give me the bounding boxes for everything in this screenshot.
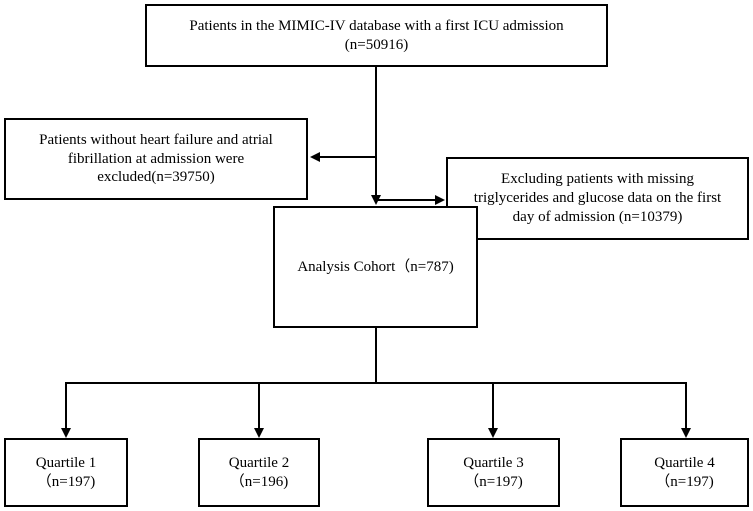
trunk-line-lower <box>375 171 377 196</box>
quartile2-count: （n=196) <box>229 473 289 490</box>
cohort-label: Analysis Cohort（n=787) <box>297 258 454 275</box>
quartile-box-1: Quartile 1 （n=197) <box>4 438 128 507</box>
arrow-to-right-exclusion <box>435 195 445 205</box>
quartile-horizontal-line <box>65 382 687 384</box>
quartile3-label: Quartile 3 <box>463 454 524 471</box>
cohort-down-line <box>375 328 377 383</box>
exclusion-left-line3: excluded(n=39750) <box>97 169 215 186</box>
right-branch-line <box>376 199 435 201</box>
arrow-to-quartile2 <box>254 428 264 438</box>
quartile2-drop <box>258 383 260 429</box>
exclusion-box-right: Excluding patients with missing triglyce… <box>446 157 749 240</box>
exclusion-box-left: Patients without heart failure and atria… <box>4 118 308 200</box>
quartile-box-4: Quartile 4 （n=197) <box>620 438 749 507</box>
quartile3-drop <box>492 383 494 429</box>
quartile4-label: Quartile 4 <box>654 454 715 471</box>
cohort-box: Analysis Cohort（n=787) <box>273 206 478 328</box>
quartile1-count: （n=197) <box>36 473 96 490</box>
top-box-line2: (n=50916) <box>344 36 409 53</box>
quartile3-count: （n=197) <box>464 473 523 490</box>
arrow-to-left-exclusion <box>310 152 320 162</box>
quartile1-drop <box>65 383 67 429</box>
top-box: Patients in the MIMIC-IV database with a… <box>145 4 608 67</box>
exclusion-right-line2: triglycerides and glucose data on the fi… <box>473 190 722 207</box>
left-branch-line <box>319 156 376 158</box>
exclusion-right-line3: day of admission (n=10379) <box>512 208 683 225</box>
quartile-box-2: Quartile 2 （n=196) <box>198 438 320 507</box>
exclusion-left-line2: fibrillation at admission were <box>67 150 245 167</box>
arrow-to-quartile3 <box>488 428 498 438</box>
exclusion-right-line1: Excluding patients with missing <box>501 171 694 188</box>
quartile2-label: Quartile 2 <box>228 454 290 471</box>
trunk-line <box>375 67 377 171</box>
quartile-box-3: Quartile 3 （n=197) <box>427 438 560 507</box>
top-box-line1: Patients in the MIMIC-IV database with a… <box>189 17 564 34</box>
quartile4-count: （n=197) <box>655 473 714 490</box>
arrow-to-quartile4 <box>681 428 691 438</box>
quartile4-drop <box>685 383 687 429</box>
exclusion-left-line1: Patients without heart failure and atria… <box>39 131 273 148</box>
quartile1-label: Quartile 1 <box>35 454 97 471</box>
arrow-to-quartile1 <box>61 428 71 438</box>
